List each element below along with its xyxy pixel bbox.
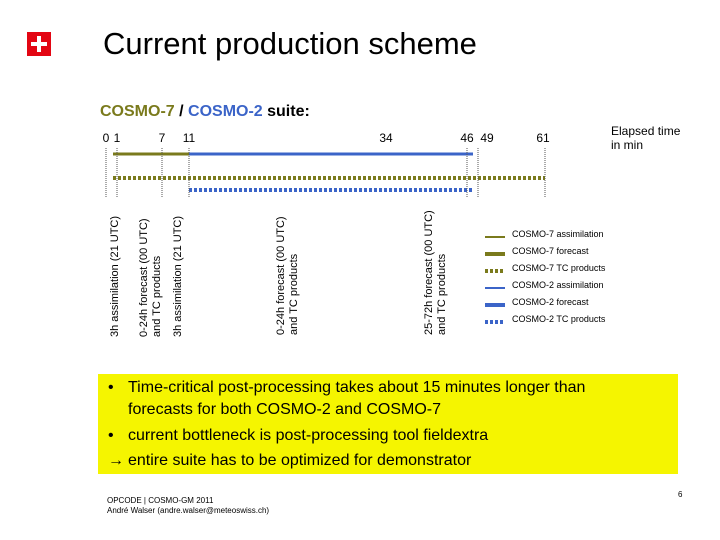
phase-line: 0-24h forecast (00 UTC)	[138, 218, 150, 337]
phase-label: 3h assimilation (21 UTC)	[172, 216, 185, 337]
suite-heading: COSMO-7 / COSMO-2 suite:	[100, 103, 310, 121]
footer: OPCODE | COSMO-GM 2011 André Walser (and…	[107, 496, 269, 516]
phase-label: 3h assimilation (21 UTC)	[109, 216, 122, 337]
phase-line: and TC products	[288, 253, 300, 335]
tick-label: 11	[182, 131, 196, 145]
legend-label: COSMO-2 assimilation	[512, 280, 604, 290]
swiss-cross-icon	[27, 32, 51, 56]
legend-swatch	[485, 320, 505, 324]
tick-label: 0	[102, 131, 110, 145]
phase-label: 0-24h forecast (00 UTC) and TC products	[138, 218, 164, 337]
elapsed-line-2: in min	[611, 138, 644, 152]
legend-label: COSMO-2 TC products	[512, 314, 606, 324]
page-number: 6	[678, 490, 683, 499]
phase-line: 3h assimilation (21 UTC)	[109, 215, 121, 337]
bullet-marker: •	[108, 427, 114, 444]
phase-line: and TC products	[436, 253, 448, 335]
legend-label: COSMO-7 assimilation	[512, 229, 604, 239]
legend-label: COSMO-7 TC products	[512, 263, 606, 273]
phase-label: 0-24h forecast (00 UTC) and TC products	[275, 216, 301, 335]
phase-line: 3h assimilation (21 UTC)	[172, 215, 184, 337]
tick-label: 7	[158, 131, 166, 145]
suite-tail: suite:	[262, 103, 310, 120]
suite-cosmo7: COSMO-7	[100, 103, 175, 120]
tick-label: 1	[113, 131, 121, 145]
note-text: entire suite has to be optimized for dem…	[128, 452, 472, 469]
phase-line: 0-24h forecast (00 UTC)	[275, 216, 287, 335]
tick-label: 49	[480, 131, 494, 145]
footer-line-2: André Walser (andre.walser@meteoswiss.ch…	[107, 506, 270, 515]
footer-line-1: OPCODE | COSMO-GM 2011	[107, 496, 214, 505]
phase-line: and TC products	[151, 255, 163, 337]
note-text: Time-critical post-processing takes abou…	[128, 379, 586, 396]
tick-label: 34	[379, 131, 393, 145]
legend-label: COSMO-7 forecast	[512, 246, 589, 256]
legend-swatch	[485, 252, 505, 256]
tick-label: 46	[460, 131, 474, 145]
timeline-bars	[113, 152, 545, 192]
suite-separator: /	[174, 103, 189, 120]
suite-cosmo2: COSMO-2	[188, 103, 263, 120]
arrow-marker: →	[108, 452, 124, 469]
phase-label: 25-72h forecast (00 UTC) and TC products	[423, 210, 449, 335]
elapsed-line-1: Elapsed time	[611, 124, 681, 138]
legend-swatch	[485, 303, 505, 307]
note-text: current bottleneck is post-processing to…	[128, 427, 489, 444]
legend-swatch	[485, 287, 505, 289]
elapsed-time-label: Elapsed time in min	[611, 124, 680, 152]
legend-swatch	[485, 236, 505, 238]
phase-markers	[105, 148, 546, 198]
timeline-diagram	[105, 148, 546, 198]
page-title: Current production scheme	[103, 26, 477, 61]
legend-swatch	[485, 269, 505, 273]
notes-box: • Time-critical post-processing takes ab…	[98, 374, 678, 474]
bullet-marker: •	[108, 379, 114, 396]
tick-label: 61	[536, 131, 550, 145]
note-text: forecasts for both COSMO-2 and COSMO-7	[128, 401, 441, 418]
phase-line: 25-72h forecast (00 UTC)	[423, 210, 435, 335]
legend-label: COSMO-2 forecast	[512, 297, 589, 307]
